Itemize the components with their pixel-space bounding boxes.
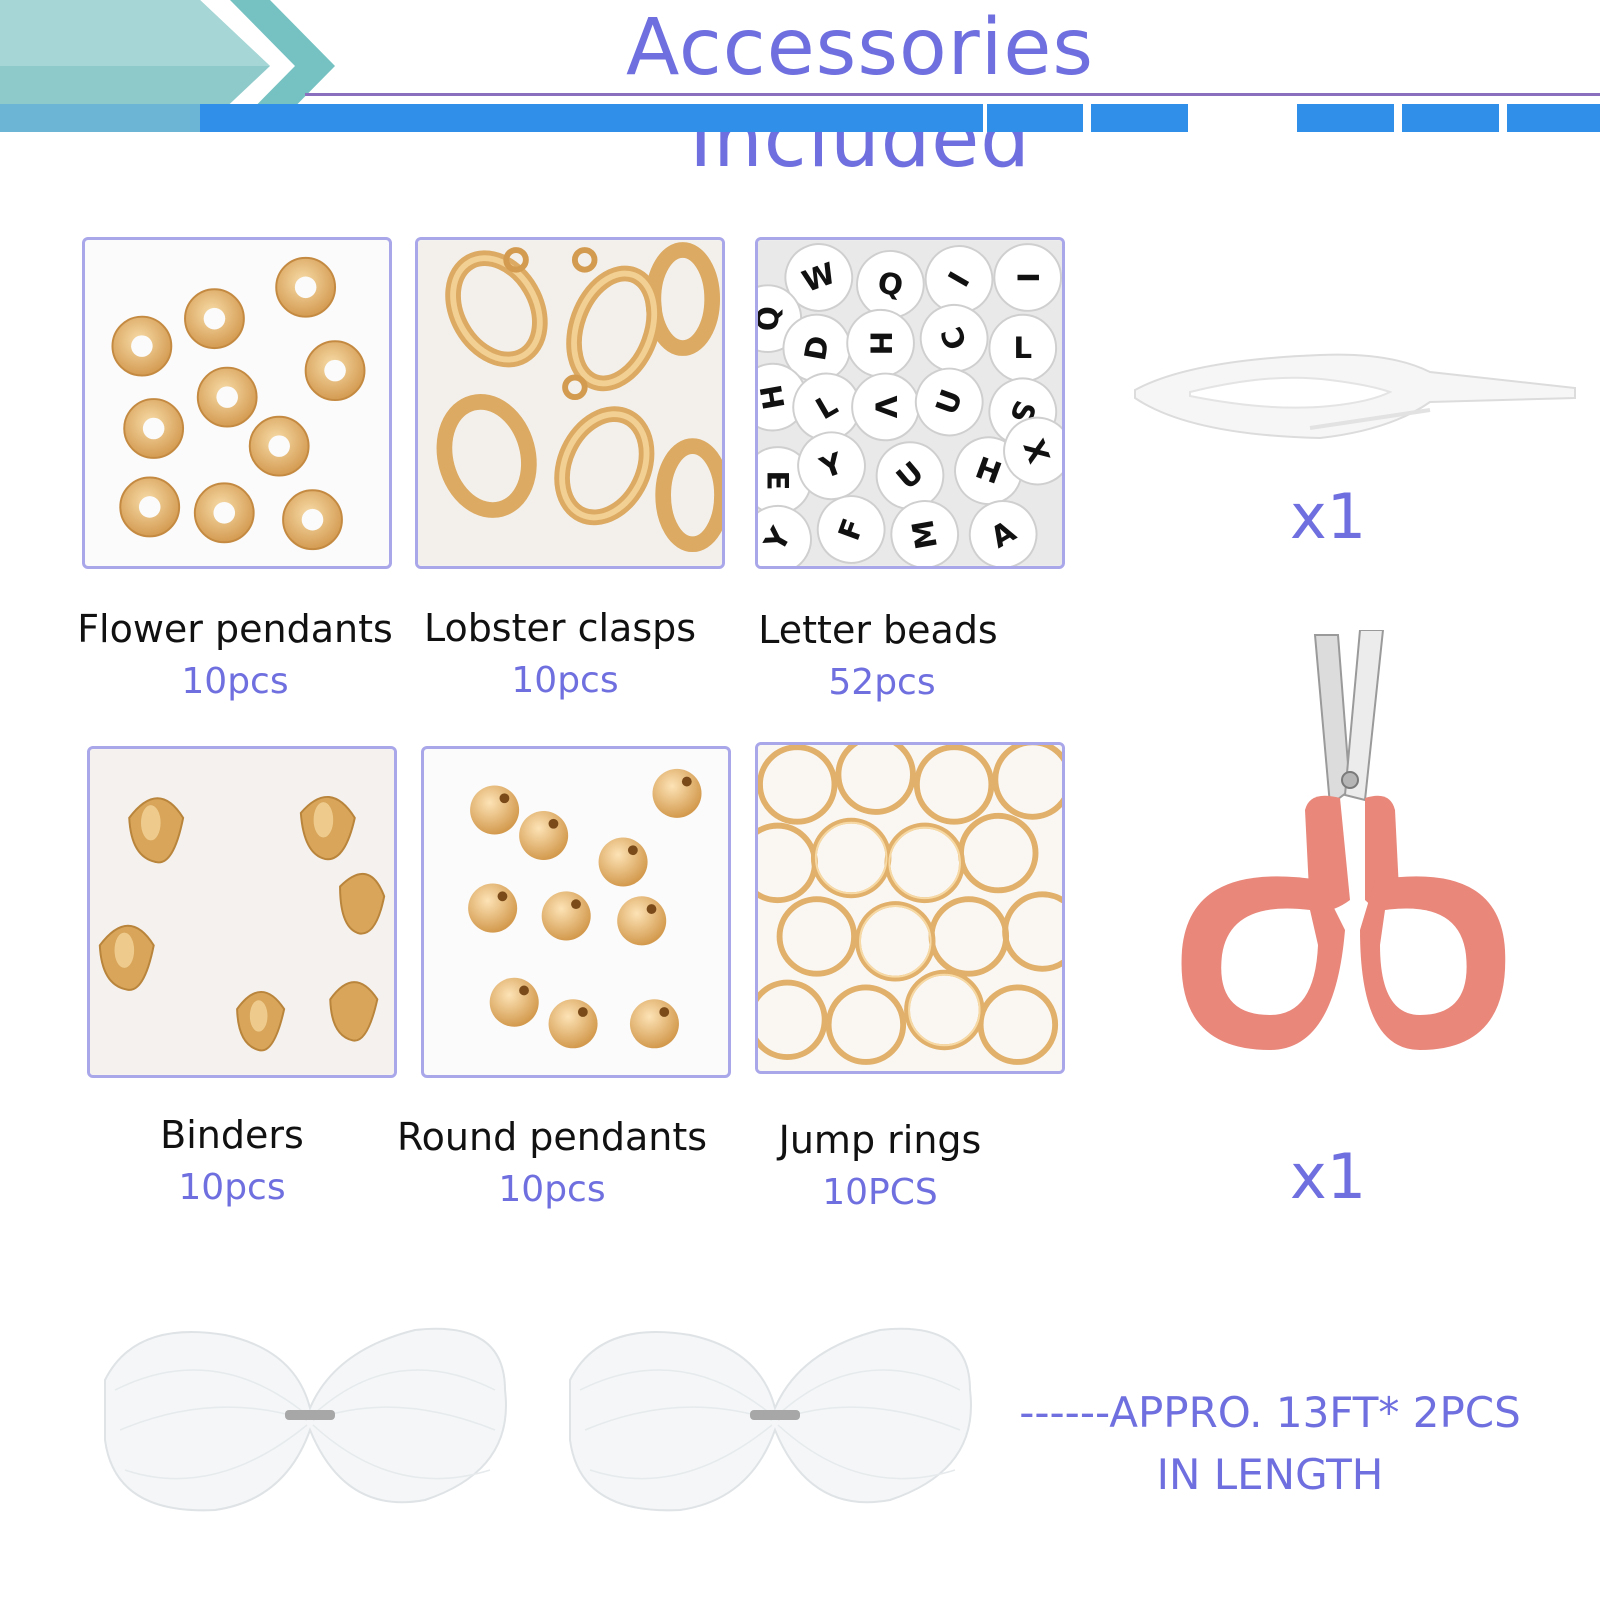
scissors-quantity: x1 [1290, 1140, 1367, 1213]
header-rule [305, 93, 1600, 96]
item-label-letter-beads: Letter beads [758, 608, 998, 652]
cord-note-line2: IN LENGTH [1156, 1450, 1384, 1499]
header-bar-segment [200, 104, 983, 132]
item-label-flower-pendants: Flower pendants [77, 607, 393, 651]
svg-text:Q: Q [758, 306, 785, 331]
jump-rings-image [755, 742, 1065, 1074]
letter-bead: W [784, 243, 854, 312]
letter-bead: Y [758, 504, 812, 566]
letter-bead: U [875, 441, 945, 510]
tweezers-quantity: x1 [1290, 480, 1367, 553]
round-pendants-image [421, 746, 731, 1078]
scissors-icon [1181, 630, 1506, 1050]
letter-bead: H [846, 308, 915, 378]
item-count-lobster-clasps: 10pcs [511, 660, 619, 701]
header-bar-segment [1297, 104, 1394, 132]
svg-text:H: H [864, 331, 898, 356]
header-arrow-decoration [0, 0, 335, 132]
letter-bead: X [1003, 416, 1062, 486]
letter-bead: D [782, 313, 852, 383]
item-count-binders: 10pcs [178, 1167, 286, 1208]
header-bar-segment [1091, 104, 1188, 132]
svg-text:I: I [1011, 272, 1045, 283]
svg-text:M: M [905, 517, 944, 552]
lobster-clasps-image [415, 237, 725, 569]
svg-text:H: H [758, 382, 792, 412]
letter-bead: U [914, 367, 984, 437]
elastic-cord-image [104, 1327, 507, 1512]
header-bar-segment [1507, 104, 1600, 132]
letter-bead: M [890, 500, 960, 566]
letter-bead: I [924, 245, 994, 314]
svg-text:E: E [761, 470, 795, 490]
letter-bead: L [988, 313, 1058, 383]
svg-text:V: V [868, 396, 902, 419]
cord-note-line1: ------APPRO. 13FT* 2PCS [1019, 1388, 1521, 1437]
cord-length-note: ------APPRO. 13FT* 2PCS IN LENGTH [990, 1382, 1550, 1506]
letter-bead: C [919, 303, 989, 373]
letter-bead: F [816, 495, 886, 564]
elastic-cord-image [569, 1327, 972, 1512]
letter-bead: I [993, 243, 1062, 312]
letter-bead: A [968, 500, 1038, 566]
svg-text:D: D [798, 333, 836, 363]
binders-image [87, 746, 397, 1078]
header-bar-segment [1402, 104, 1499, 132]
item-count-jump-rings: 10PCS [822, 1172, 938, 1213]
item-label-binders: Binders [160, 1113, 304, 1157]
header-bar-segment [987, 104, 1083, 132]
letter-beads-image: WQIIQDHCLHLVUSEYUHXYFMA [755, 237, 1065, 569]
letter-bead: E [758, 446, 812, 515]
tweezers-icon [1134, 353, 1576, 440]
letter-bead: L [792, 372, 861, 442]
svg-text:L: L [1013, 331, 1032, 365]
letter-bead: V [851, 372, 920, 442]
flower-pendants-image [82, 237, 392, 569]
item-label-jump-rings: Jump rings [778, 1118, 982, 1162]
item-label-round-pendants: Round pendants [396, 1115, 708, 1159]
item-label-lobster-clasps: Lobster clasps [423, 606, 697, 650]
item-count-flower-pendants: 10pcs [181, 661, 289, 702]
item-count-round-pendants: 10pcs [498, 1169, 606, 1210]
svg-text:Q: Q [875, 265, 906, 303]
item-count-letter-beads: 52pcs [828, 662, 936, 703]
